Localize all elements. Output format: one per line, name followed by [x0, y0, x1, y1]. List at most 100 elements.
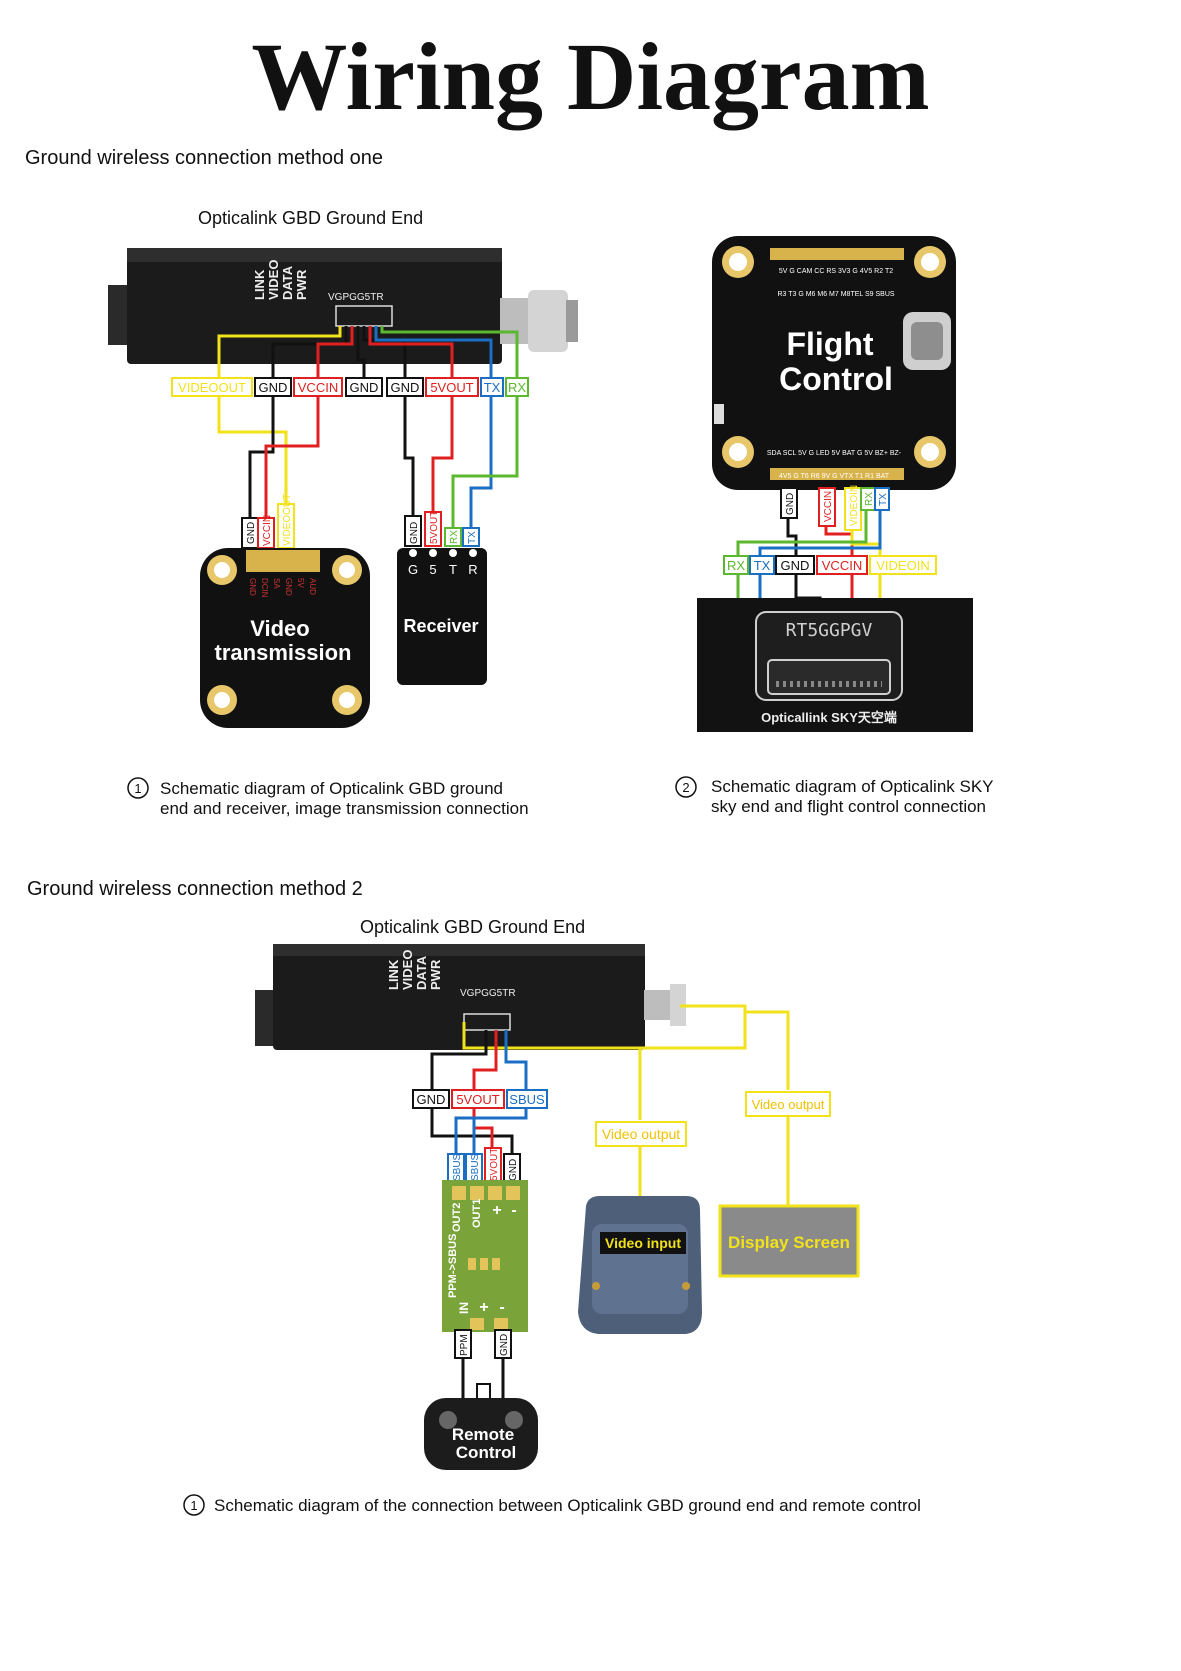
gbd-indicator-link: LINK	[252, 269, 267, 300]
pin-vccin: VCCIN	[298, 380, 338, 395]
m2-pin-5vout: 5VOUT	[456, 1092, 499, 1107]
ppm-sbus-converter: PPM->SBUS OUT2 OUT1 + - IN + -	[442, 1180, 528, 1332]
rx-tag-rx: RX	[449, 530, 460, 544]
converter-minus-top: -	[511, 1202, 516, 1219]
gbd2-indicator-data: DATA	[414, 955, 429, 990]
pin-gnd-1: GND	[259, 380, 288, 395]
gbd-indicator-data: DATA	[280, 265, 295, 300]
gbd2-connector-label: VGPGG5TR	[460, 988, 516, 999]
gbd-title-2: Opticalink GBD Ground End	[360, 917, 586, 937]
display-screen: Display Screen	[718, 1204, 860, 1278]
remote-label-1: Remote	[452, 1425, 514, 1444]
fc-bottom-pins-2: 4V5 G T6 R6 9V G VTX T1 R1 BAT	[779, 473, 890, 480]
fc-tag-vccin: VCCIN	[823, 491, 834, 522]
conv-tag-5vout: 5VOUT	[489, 1148, 500, 1181]
display-screen-label: Display Screen	[728, 1233, 850, 1252]
fc-tag-rx: RX	[864, 492, 875, 506]
vtx-pad-gnd: GND	[248, 578, 257, 596]
caption-1-line-2: end and receiver, image transmission con…	[160, 799, 529, 818]
sky-label: Opticallink SKY天空端	[761, 710, 897, 725]
fc-wire-tags: GND VCCIN VIDEOIN RX TX	[780, 485, 890, 531]
converter-text: PPM->SBUS	[447, 1234, 459, 1299]
rx-tag-5vout: 5VOUT	[429, 511, 440, 544]
vtx-pad-sa: SA	[272, 578, 281, 589]
rx-pin-g: G	[408, 562, 418, 577]
sky-pin-vccin: VCCIN	[822, 558, 862, 573]
converter-out2: OUT2	[451, 1203, 463, 1232]
page-title: Wiring Diagram	[251, 23, 930, 130]
m2-pin-sbus: SBUS	[509, 1092, 545, 1107]
sky-connector-label: RT5GGPGV	[786, 620, 873, 641]
gbd-indicator-video: VIDEO	[266, 260, 281, 300]
caption-1-line-1: Schematic diagram of Opticalink GBD grou…	[160, 779, 503, 798]
remote-wire-tags: PPM GND	[454, 1329, 512, 1359]
converter-minus-bottom: -	[499, 1299, 504, 1316]
receiver-label: Receiver	[403, 616, 478, 636]
remote-label-2: Control	[456, 1443, 516, 1462]
video-output-2: Video output	[752, 1097, 825, 1112]
method1-pin-tags: VIDEOOUT GND VCCIN GND GND 5VOUT TX RX	[171, 377, 529, 397]
fc-tag-videoin: VIDEOIN	[849, 485, 860, 526]
sky-pin-rx: RX	[727, 558, 745, 573]
method2-video-wires	[462, 1004, 790, 1232]
gbd2-indicator-video: VIDEO	[400, 950, 415, 990]
vtx-pad-5v: 5V	[296, 578, 305, 588]
remote-wires	[461, 1358, 505, 1400]
rx-pin-t: T	[449, 562, 457, 577]
converter-plus-top: +	[492, 1202, 501, 1219]
gbd-indicator-pwr: PWR	[294, 269, 309, 300]
caption-3: Schematic diagram of the connection betw…	[214, 1496, 921, 1515]
method2-data-wires	[430, 1030, 528, 1156]
caption-num-3: 1	[190, 1498, 197, 1513]
opticalink-sky-end: RT5GGPGV Opticallink SKY天空端	[697, 598, 973, 732]
caption-num-2: 2	[682, 780, 689, 795]
vtx-tag-videoout: VIDEOOUT	[282, 494, 293, 546]
vtx-pad-dcin: DCIN	[260, 578, 269, 598]
sky-pin-tx: TX	[754, 558, 771, 573]
sky-pin-videoin: VIDEOIN	[876, 558, 929, 573]
method1-heading: Ground wireless connection method one	[25, 147, 383, 169]
method2-pin-tags: GND 5VOUT SBUS	[412, 1089, 548, 1109]
rx-tag-tx: TX	[467, 531, 478, 544]
fc-tag-gnd: GND	[785, 493, 796, 515]
converter-out1: OUT1	[471, 1199, 483, 1228]
pin-videoout: VIDEOOUT	[178, 380, 246, 395]
method2-heading: Ground wireless connection method 2	[27, 878, 363, 900]
vtx-pad-aud: AUD	[308, 578, 317, 595]
flight-control-board: 5V G CAM CC RS 3V3 G 4V5 R2 T2 R3 T3 G M…	[712, 236, 956, 490]
pin-rx: RX	[508, 380, 526, 395]
rx-pin-5: 5	[429, 562, 436, 577]
video-transmission-board: GND VCCIN VIDEOOUT GND DCIN SA GND 5V AU…	[200, 494, 370, 728]
caption-circles	[127, 776, 697, 1516]
pin-gnd-2: GND	[350, 380, 379, 395]
converter-wire-tags: SBUS SBUS 5VOUT GND	[447, 1147, 521, 1185]
sky-pin-tags: RX TX GND VCCIN VIDEOIN	[723, 555, 937, 575]
gbd2-indicator-link: LINK	[386, 959, 401, 990]
sky-pin-gnd: GND	[781, 558, 810, 573]
caption-2-line-1: Schematic diagram of Opticalink SKY	[711, 777, 994, 796]
rx-pin-r: R	[468, 562, 477, 577]
pin-tx: TX	[484, 380, 501, 395]
gbd-ground-end-1: LINK VIDEO DATA PWR VGPGG5TR	[108, 248, 578, 364]
fc-top-pins-2: R3 T3 G M6 M6 M7 M8TEL S9 SBUS	[777, 291, 894, 298]
gbd-connector-label: VGPGG5TR	[328, 292, 384, 303]
video-input-device: Video input	[578, 1196, 702, 1334]
vtx-tag-vccin: VCCIN	[262, 515, 273, 546]
conv-tag-sbus-1: SBUS	[452, 1153, 463, 1181]
video-input-label: Video input	[605, 1235, 681, 1251]
vtx-label-1: Video	[250, 616, 310, 641]
fc-bottom-pins-1: SDA SCL 5V G LED 5V BAT G 5V BZ+ BZ-	[767, 450, 902, 457]
caption-2-line-2: sky end and flight control connection	[711, 797, 987, 816]
vtx-pad-gnd2: GND	[284, 578, 293, 596]
fc-label-2: Control	[779, 361, 893, 397]
remote-tag-ppm: PPM	[459, 1334, 470, 1356]
rx-tag-gnd: GND	[409, 522, 420, 544]
m2-pin-gnd: GND	[417, 1092, 446, 1107]
video-output-1: Video output	[602, 1126, 680, 1142]
gbd-ground-end-2: LINK VIDEO DATA PWR VGPGG5TR	[255, 944, 686, 1050]
caption-num-1: 1	[134, 781, 141, 796]
method1-wires	[217, 326, 519, 530]
receiver-board: GND 5VOUT RX TX G 5 T R Receiver	[397, 511, 487, 685]
fc-label-1: Flight	[786, 326, 873, 362]
